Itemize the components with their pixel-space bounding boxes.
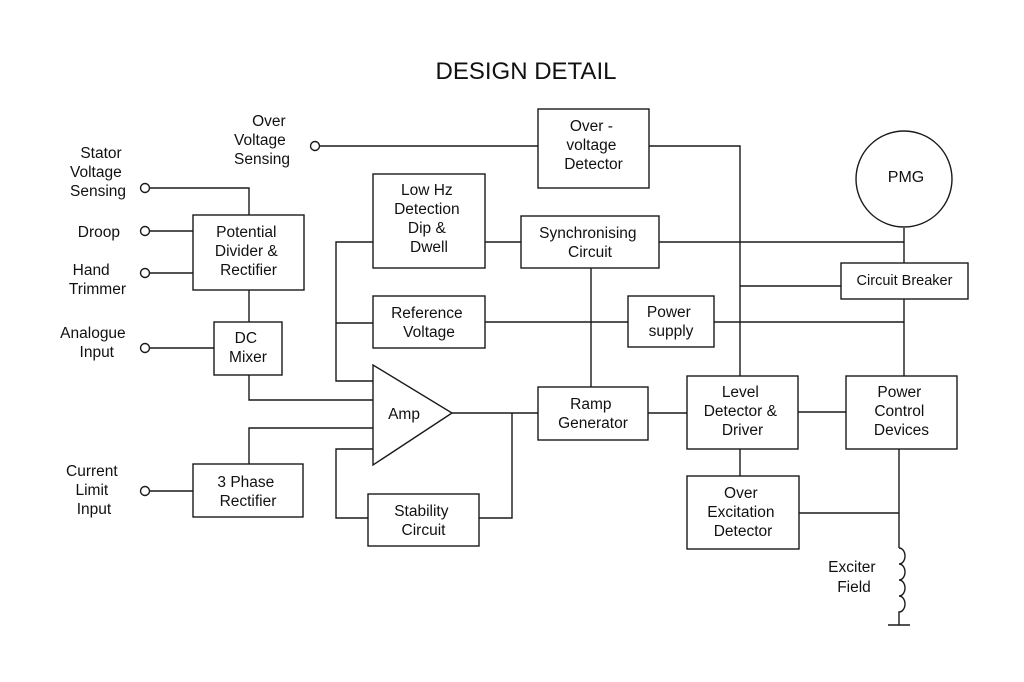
hand-trimmer-label: Hand Trimmer: [69, 262, 126, 298]
input-terminal-icon: [139, 267, 151, 279]
svg-text:Stability Circuit: Stability Circuit: [394, 503, 453, 539]
wiring: [149, 145, 905, 548]
svg-text:Circuit Breaker: Circuit Breaker: [857, 273, 953, 289]
over-voltage-detector-block: Over - voltage Detector: [537, 108, 650, 189]
potential-divider-rectifier-block: Potential Divider & Rectifier: [192, 214, 305, 291]
ramp-generator-block: Ramp Generator: [537, 386, 649, 441]
input-terminal-icon: [139, 225, 151, 237]
level-detector-driver-block: Level Detector & Driver: [686, 375, 799, 450]
svg-text:Ramp Generator: Ramp Generator: [558, 396, 628, 432]
analogue-input-label: Analogue Input: [60, 325, 130, 361]
synchronising-circuit-block: Synchronising Circuit: [520, 215, 660, 269]
svg-text:DC Mixer: DC Mixer: [229, 330, 267, 366]
svg-text:Synchronising Circuit: Synchronising Circuit: [539, 225, 641, 261]
amplifier-block: Amp: [372, 363, 454, 467]
droop-label: Droop: [78, 224, 120, 241]
low-hz-detection-block: Low Hz Detection Dip & Dwell: [372, 173, 486, 269]
over-voltage-sensing-label: Over Voltage Sensing: [234, 113, 290, 168]
input-terminal-icon: [139, 342, 151, 354]
pmg-generator: PMG: [855, 130, 953, 228]
dc-mixer-block: DC Mixer: [213, 321, 283, 376]
svg-text:PMG: PMG: [888, 169, 924, 186]
input-terminal-icon: [309, 140, 321, 152]
svg-text:Over Excitation De: Over Excitation Detector: [707, 485, 779, 540]
power-supply-block: Power supply: [627, 295, 715, 348]
svg-text:Power Control Devi: Power Control Devices: [874, 384, 929, 439]
input-terminal-icon: [139, 182, 151, 194]
inductor-coil-icon: [898, 547, 906, 625]
diagram-title: DESIGN DETAIL: [436, 58, 617, 85]
svg-text:3 Phase Rectifier: 3 Phase Rectifier: [217, 474, 278, 510]
stator-voltage-sensing-label: Stator Voltage Sensing: [70, 145, 126, 200]
svg-text:Low Hz Detection D: Low Hz Detection Dip & Dwell: [394, 182, 464, 256]
power-control-devices-block: Power Control Devices: [845, 375, 958, 450]
exciter-field-label: Exciter Field: [828, 559, 880, 596]
svg-text:Level Detector & D: Level Detector & Driver: [704, 384, 782, 439]
circuit-breaker-block: Circuit Breaker: [840, 262, 969, 300]
svg-text:Reference Voltage: Reference Voltage: [391, 305, 467, 341]
reference-voltage-block: Reference Voltage: [372, 295, 486, 349]
three-phase-rectifier-block: 3 Phase Rectifier: [192, 463, 304, 518]
over-excitation-detector-block: Over Excitation Detector: [686, 475, 800, 550]
input-terminal-icon: [139, 485, 151, 497]
svg-text:Potential Divider &: Potential Divider & Rectifier: [215, 224, 282, 279]
svg-text:Over - voltage Det: Over - voltage Detector: [564, 118, 623, 173]
svg-text:Power supply: Power supply: [647, 304, 695, 340]
stability-circuit-block: Stability Circuit: [367, 493, 480, 547]
current-limit-input-label: Current Limit Input: [66, 463, 122, 518]
svg-text:Amp: Amp: [388, 406, 420, 423]
